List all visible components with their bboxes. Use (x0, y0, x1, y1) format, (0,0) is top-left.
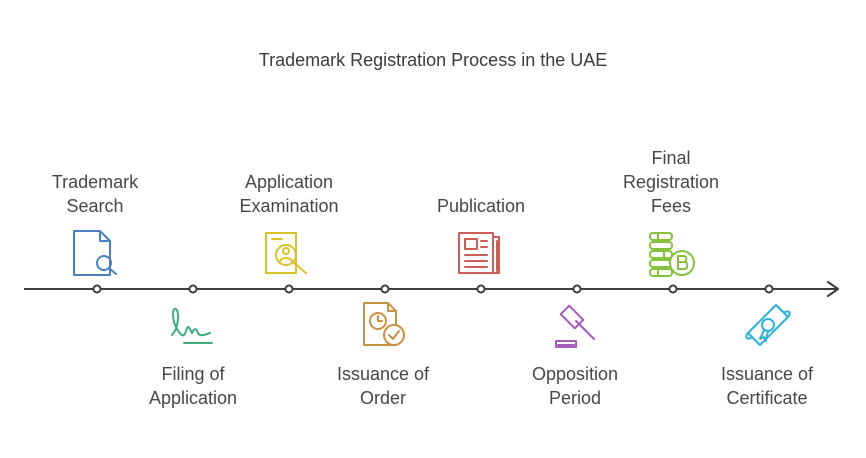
timeline-marker (668, 284, 678, 294)
step-label-publication: Publication (436, 196, 526, 216)
timeline-marker (284, 284, 294, 294)
timeline-marker (92, 284, 102, 294)
timeline-marker (476, 284, 486, 294)
diploma-icon (742, 299, 794, 351)
diagram-title: Trademark Registration Process in the UA… (258, 50, 608, 70)
newspaper-icon (455, 227, 507, 279)
timeline-marker (188, 284, 198, 294)
document-clock-check-icon (358, 299, 410, 351)
search-document-icon (70, 227, 122, 279)
timeline-marker (764, 284, 774, 294)
timeline-marker (572, 284, 582, 294)
coins-bitcoin-icon (646, 227, 698, 279)
timeline-marker (380, 284, 390, 294)
gavel-icon (550, 299, 602, 351)
signature-icon (166, 299, 218, 351)
inspection-icon (262, 227, 314, 279)
timeline-arrowhead (827, 281, 839, 297)
